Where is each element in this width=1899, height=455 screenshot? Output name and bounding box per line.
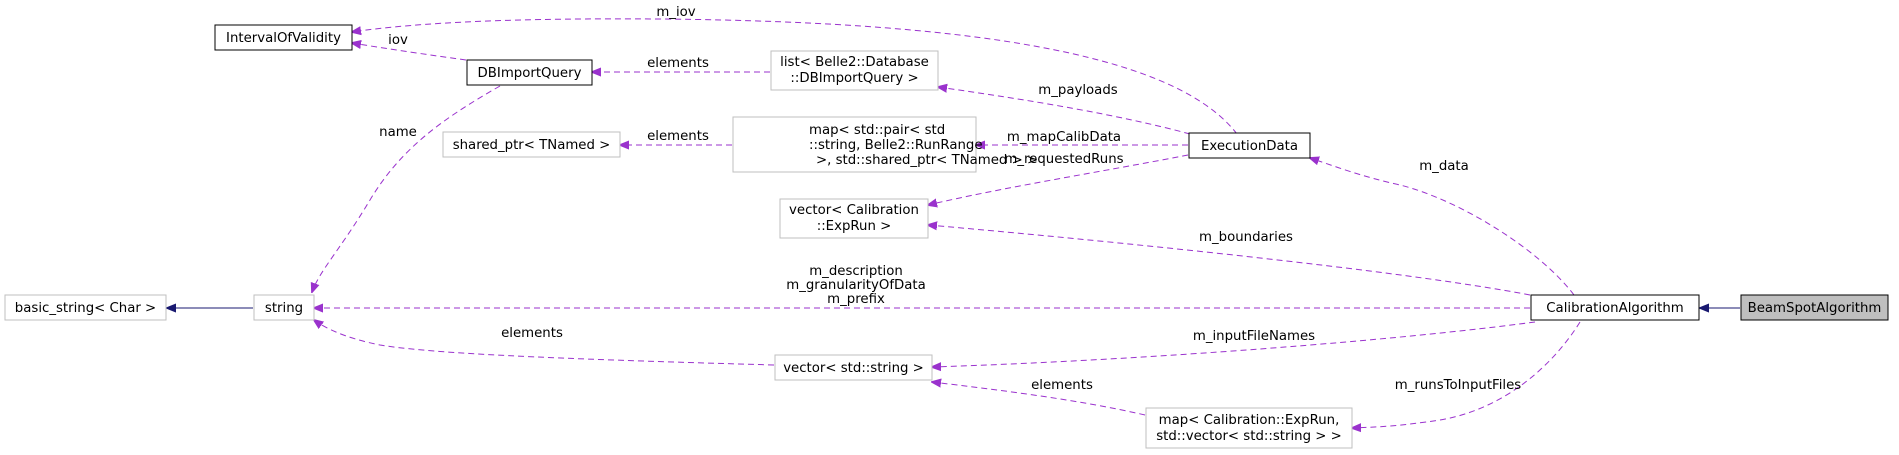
node-map-run-range[interactable]: map< std::pair< std ::string, Belle2::Ru…: [732, 116, 1038, 173]
node-calibration-algorithm[interactable]: CalibrationAlgorithm: [1530, 294, 1700, 321]
edge-m-inputfilenames: [932, 321, 1536, 367]
node-label: basic_string< Char >: [15, 301, 156, 316]
label-m-description-2: m_granularityOfData: [786, 278, 926, 293]
node-string[interactable]: string: [253, 294, 315, 321]
node-label: vector< std::string >: [783, 361, 924, 376]
node-label: BeamSpotAlgorithm: [1748, 301, 1882, 316]
node-label: CalibrationAlgorithm: [1546, 301, 1683, 316]
node-interval-of-validity[interactable]: IntervalOfValidity: [214, 24, 353, 51]
edge-m-boundaries: [928, 225, 1531, 296]
node-label-line-2: ::ExpRun >: [817, 219, 892, 234]
edge-elements-vector: [314, 320, 775, 366]
label-m-mapcalibdata: m_mapCalibData: [1007, 130, 1121, 145]
edge-name: [312, 85, 501, 292]
node-label: ExecutionData: [1201, 139, 1298, 154]
node-map-exprun-vector[interactable]: map< Calibration::ExpRun, std::vector< s…: [1145, 407, 1353, 449]
edges: [167, 18, 1740, 428]
node-beamspot-algorithm[interactable]: BeamSpotAlgorithm: [1740, 294, 1889, 321]
node-db-import-query[interactable]: DBImportQuery: [466, 59, 593, 86]
label-elements-vector: elements: [501, 326, 563, 341]
label-elements-map: elements: [1031, 378, 1093, 393]
node-execution-data[interactable]: ExecutionData: [1188, 132, 1311, 159]
label-elements-list: elements: [647, 56, 709, 71]
node-vector-exprun[interactable]: vector< Calibration ::ExpRun >: [779, 198, 929, 239]
edge-labels: m_iov iov elements m_payloads name eleme…: [379, 5, 1521, 393]
edge-m-requestedruns: [928, 154, 1189, 205]
edge-elements-map: [932, 382, 1146, 416]
node-label-line-2: ::DBImportQuery >: [790, 71, 918, 86]
label-elements-shared: elements: [647, 129, 709, 144]
label-m-description-3: m_prefix: [827, 292, 885, 307]
edge-m-data: [1310, 158, 1575, 296]
edge-m-runstoinputfiles: [1352, 321, 1581, 428]
node-basic-string[interactable]: basic_string< Char >: [4, 294, 167, 321]
label-m-iov: m_iov: [656, 5, 695, 20]
label-m-runstoinputfiles: m_runsToInputFiles: [1395, 378, 1522, 393]
label-m-description-1: m_description: [809, 264, 903, 279]
node-label-line-1: vector< Calibration: [789, 203, 919, 218]
edge-m-payloads: [938, 87, 1191, 135]
edge-iov: [352, 43, 467, 61]
node-shared-ptr-tnamed[interactable]: shared_ptr< TNamed >: [442, 131, 621, 158]
node-list-db-import-query[interactable]: list< Belle2::Database ::DBImportQuery >: [770, 50, 939, 91]
label-m-payloads: m_payloads: [1038, 83, 1117, 98]
node-label: IntervalOfValidity: [226, 31, 341, 46]
edge-m-iov: [352, 18, 1238, 135]
node-label-line-2: ::string, Belle2::RunRange: [809, 138, 983, 153]
nodes: IntervalOfValidity DBImportQuery list< B…: [4, 24, 1889, 449]
node-label: string: [265, 301, 303, 316]
node-label-line-3: >, std::shared_ptr< TNamed > >: [816, 153, 1038, 168]
label-m-requestedruns: m_requestedRuns: [1004, 152, 1123, 167]
node-label: shared_ptr< TNamed >: [453, 138, 611, 153]
label-name: name: [379, 125, 417, 140]
label-m-data: m_data: [1419, 159, 1469, 174]
label-m-boundaries: m_boundaries: [1199, 230, 1293, 245]
node-label: DBImportQuery: [478, 66, 582, 81]
node-vector-string[interactable]: vector< std::string >: [774, 354, 933, 381]
node-label-line-2: std::vector< std::string > >: [1156, 429, 1342, 444]
node-label-line-1: list< Belle2::Database: [780, 55, 929, 70]
label-iov: iov: [388, 33, 408, 48]
label-m-inputfilenames: m_inputFileNames: [1193, 329, 1315, 344]
node-label-line-1: map< std::pair< std: [809, 123, 945, 138]
node-label-line-1: map< Calibration::ExpRun,: [1159, 413, 1340, 428]
